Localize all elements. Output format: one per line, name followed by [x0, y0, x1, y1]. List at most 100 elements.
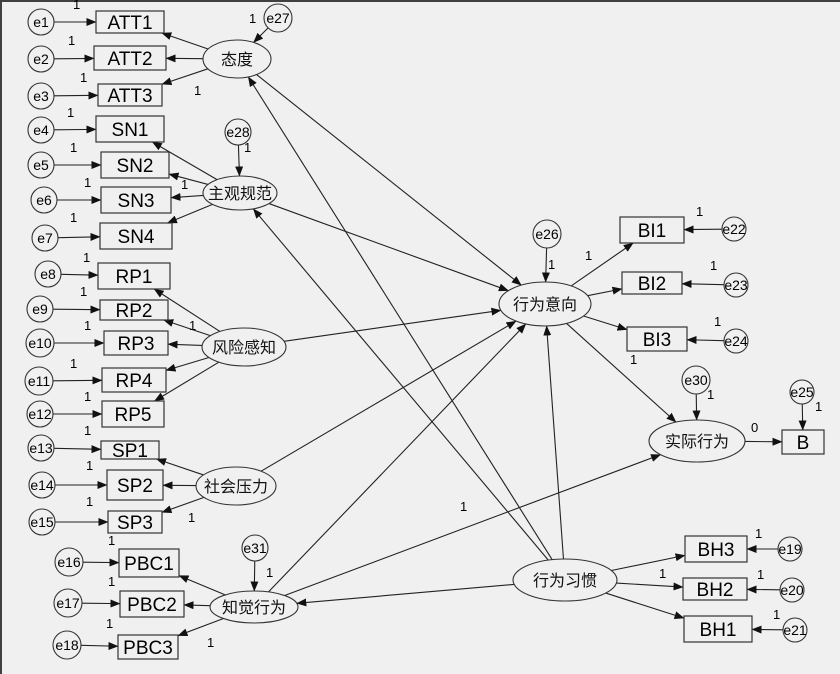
error-e12[interactable]: e12: [26, 400, 54, 428]
error-circle: [532, 219, 562, 249]
path-e27-to-att: [253, 27, 269, 43]
error-e30[interactable]: e30: [681, 365, 711, 395]
observed-label: SP1: [112, 441, 148, 462]
weight-label: 1: [84, 389, 91, 404]
weight-label: 1: [189, 318, 196, 333]
error-e18[interactable]: e18: [52, 630, 82, 660]
observed-sn4[interactable]: SN4: [99, 222, 173, 250]
error-e13[interactable]: e13: [27, 434, 55, 462]
error-e31[interactable]: e31: [241, 534, 269, 562]
observed-att3[interactable]: ATT3: [97, 83, 163, 107]
error-e14[interactable]: e14: [28, 471, 56, 499]
error-e28[interactable]: e28: [224, 118, 252, 146]
error-label: e7: [37, 230, 53, 246]
latent-rp[interactable]: 风险感知: [201, 327, 287, 367]
weight-label: 1: [755, 526, 762, 541]
error-e24[interactable]: e24: [723, 328, 749, 354]
error-e4[interactable]: e4: [27, 116, 55, 144]
error-label: e15: [30, 514, 54, 530]
latent-ellipse: [498, 281, 592, 327]
error-circle: [28, 508, 56, 536]
weight-label: 1: [108, 533, 115, 548]
observed-bi2[interactable]: BI2: [621, 271, 683, 295]
error-label: e27: [266, 10, 290, 26]
error-circle: [224, 118, 252, 146]
error-e21[interactable]: e21: [782, 617, 808, 643]
observed-pbc3[interactable]: PBC3: [117, 634, 179, 660]
observed-box: [119, 590, 185, 618]
error-label: e25: [790, 384, 814, 400]
observed-sp3[interactable]: SP3: [107, 510, 163, 534]
latent-pbc[interactable]: 知觉行为: [209, 590, 299, 624]
observed-pbc1[interactable]: PBC1: [118, 548, 180, 578]
observed-rp5[interactable]: RP5: [101, 400, 165, 428]
weight-label: 1: [86, 494, 93, 509]
latent-bh[interactable]: 行为习惯: [512, 558, 618, 602]
error-circle: [27, 434, 55, 462]
observed-bi1[interactable]: BI1: [619, 216, 685, 244]
observed-label: ATT2: [107, 49, 152, 70]
observed-box: [99, 299, 169, 321]
error-label: e17: [56, 595, 80, 611]
error-e22[interactable]: e22: [721, 216, 747, 242]
error-circle: [34, 260, 62, 288]
weight-label: 1: [710, 258, 717, 273]
error-e20[interactable]: e20: [779, 577, 805, 603]
latent-ellipse: [195, 466, 277, 506]
observed-box: [107, 510, 163, 534]
error-e2[interactable]: e2: [27, 45, 55, 73]
error-e23[interactable]: e23: [723, 272, 749, 298]
observed-bh3[interactable]: BH3: [684, 535, 748, 563]
observed-att1[interactable]: ATT1: [95, 10, 165, 34]
observed-label: BI2: [638, 274, 667, 295]
observed-box: [101, 400, 165, 428]
error-e10[interactable]: e10: [25, 328, 55, 358]
latent-sn[interactable]: 主观规范: [202, 175, 278, 211]
error-label: e11: [28, 373, 51, 389]
error-e5[interactable]: e5: [27, 151, 55, 179]
error-e3[interactable]: e3: [27, 82, 55, 110]
observed-b[interactable]: B: [781, 429, 825, 455]
latent-bi[interactable]: 行为意向: [498, 281, 592, 327]
error-e27[interactable]: e27: [263, 3, 293, 33]
error-e25[interactable]: e25: [789, 379, 815, 405]
observed-label: RP1: [116, 267, 153, 288]
latent-att[interactable]: 态度: [202, 39, 272, 79]
latent-sp[interactable]: 社会压力: [195, 466, 277, 506]
error-e16[interactable]: e16: [54, 547, 84, 577]
error-e19[interactable]: e19: [777, 536, 803, 562]
error-e17[interactable]: e17: [53, 588, 83, 618]
observed-label: ATT1: [107, 13, 152, 34]
observed-rp3[interactable]: RP3: [103, 330, 169, 356]
observed-sp2[interactable]: SP2: [106, 469, 164, 501]
error-e6[interactable]: e6: [30, 186, 58, 214]
error-e9[interactable]: e9: [26, 295, 54, 323]
latent-ellipse: [209, 590, 299, 624]
observed-rp4[interactable]: RP4: [101, 367, 167, 393]
observed-bh1[interactable]: BH1: [683, 615, 753, 643]
observed-label: SN3: [118, 191, 155, 212]
error-e15[interactable]: e15: [28, 508, 56, 536]
error-e1[interactable]: e1: [27, 8, 55, 36]
observed-bi3[interactable]: BI3: [626, 326, 688, 352]
observed-rp1[interactable]: RP1: [97, 262, 171, 290]
error-e7[interactable]: e7: [31, 224, 59, 252]
observed-sn3[interactable]: SN3: [100, 186, 172, 214]
observed-att2[interactable]: ATT2: [93, 45, 167, 71]
observed-rp2[interactable]: RP2: [99, 299, 169, 322]
observed-sp1[interactable]: SP1: [100, 440, 160, 462]
error-e8[interactable]: e8: [34, 260, 62, 288]
error-e26[interactable]: e26: [532, 219, 562, 249]
observed-sn2[interactable]: SN2: [100, 151, 170, 179]
observed-sn1[interactable]: SN1: [95, 115, 165, 143]
observed-label: SP3: [117, 513, 153, 534]
observed-bh2[interactable]: BH2: [682, 577, 748, 601]
error-label: e5: [33, 157, 49, 173]
error-e11[interactable]: e11: [24, 366, 54, 396]
error-label: e4: [33, 122, 49, 138]
loading-bi-bi2: [587, 286, 623, 297]
observed-pbc2[interactable]: PBC2: [119, 590, 185, 618]
latent-ab[interactable]: 实际行为: [648, 419, 746, 463]
weight-label: 1: [460, 499, 467, 514]
